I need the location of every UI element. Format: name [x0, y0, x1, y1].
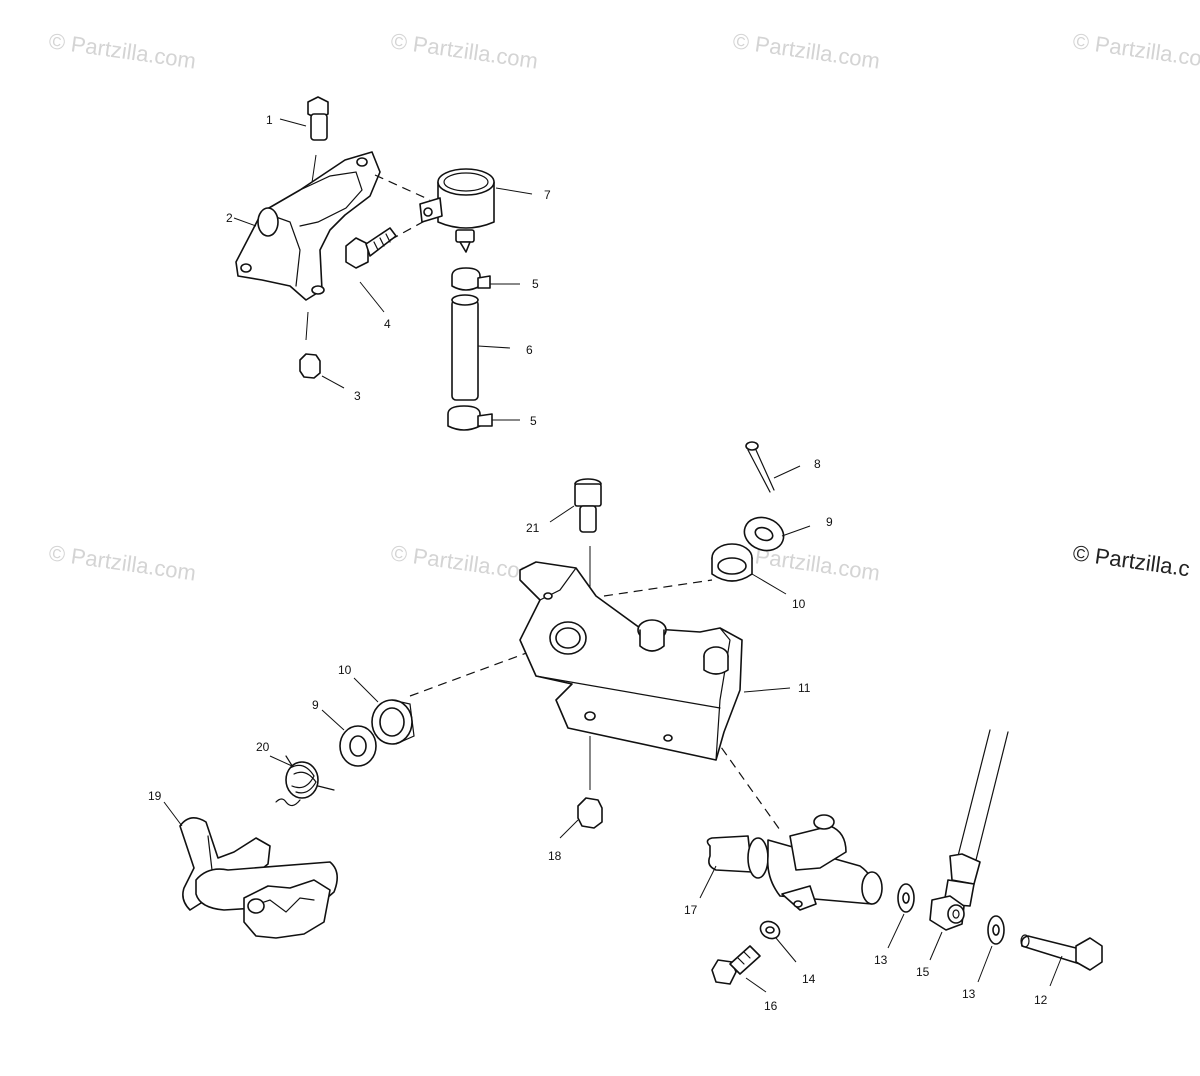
callout-18: 18: [548, 849, 562, 863]
part-5-clamp-lower: [447, 405, 520, 431]
callout-12: 12: [1034, 993, 1048, 1007]
callout-5-lower: 5: [530, 414, 537, 428]
callout-2: 2: [226, 211, 233, 225]
part-2-bracket: [233, 151, 381, 301]
callout-19: 19: [148, 789, 162, 803]
part-17-master-cylinder: [699, 814, 883, 911]
callout-labels: 1 2 3 4 5 5 6 7 8 9 10 11 21 10 9 20 19 …: [148, 113, 1048, 1013]
callout-6: 6: [526, 343, 533, 357]
part-6-hose: [451, 294, 511, 401]
part-10-bushing-lower: [353, 677, 415, 745]
dash-line: [374, 174, 431, 201]
callout-9-upper: 9: [826, 515, 833, 529]
watermark-strong: © Partzilla.c: [1071, 540, 1191, 581]
callout-10-lower: 10: [338, 663, 352, 677]
part-8-cotter-pin: [745, 441, 801, 493]
callout-5-upper: 5: [532, 277, 539, 291]
part-10-bushing-upper: [711, 543, 787, 595]
part-19-pedal-arm: [163, 801, 338, 939]
part-16-bolt: [711, 945, 767, 993]
callout-10-upper: 10: [792, 597, 806, 611]
callout-4: 4: [384, 317, 391, 331]
part-13-washer-right: [977, 915, 1005, 983]
dash-line: [409, 647, 541, 697]
watermark: © Partzilla.com: [731, 28, 881, 73]
callout-1: 1: [266, 113, 273, 127]
part-3-nut: [299, 311, 345, 389]
part-12-bolt: [1020, 934, 1103, 987]
part-13-washer-left: [887, 883, 915, 949]
callout-15: 15: [916, 965, 930, 979]
watermark: © Partzilla.com: [389, 28, 539, 73]
watermark: © Partzilla.com: [47, 28, 197, 73]
callout-21: 21: [526, 521, 540, 535]
callout-11: 11: [798, 681, 811, 695]
callout-20: 20: [256, 740, 270, 754]
callout-17: 17: [684, 903, 698, 917]
part-7-reservoir: [419, 168, 533, 253]
part-4-screw: [345, 227, 397, 313]
part-9-washer-upper: [743, 516, 811, 552]
part-11-main-bracket: [519, 561, 791, 761]
watermark: © Partzilla.com: [1071, 28, 1200, 73]
part-18-nut: [559, 736, 603, 839]
part-15-clevis-cable: [929, 729, 1009, 961]
callout-16: 16: [764, 999, 778, 1013]
part-9-washer-lower: [321, 709, 377, 767]
callout-8: 8: [814, 457, 821, 471]
part-5-clamp-upper: [451, 267, 520, 291]
part-14-washer: [759, 920, 797, 963]
part-20-spring: [269, 755, 335, 807]
callout-14: 14: [802, 972, 816, 986]
watermark-group: © Partzilla.com © Partzilla.com © Partzi…: [47, 28, 1200, 585]
callout-7: 7: [544, 188, 551, 202]
watermark: © Partzilla.com: [389, 540, 539, 585]
callout-13-left: 13: [874, 953, 888, 967]
watermark: © Partzilla.com: [47, 540, 197, 585]
callout-9-lower: 9: [312, 698, 319, 712]
dash-line: [603, 579, 713, 597]
callout-3: 3: [354, 389, 361, 403]
callout-13-right: 13: [962, 987, 976, 1001]
